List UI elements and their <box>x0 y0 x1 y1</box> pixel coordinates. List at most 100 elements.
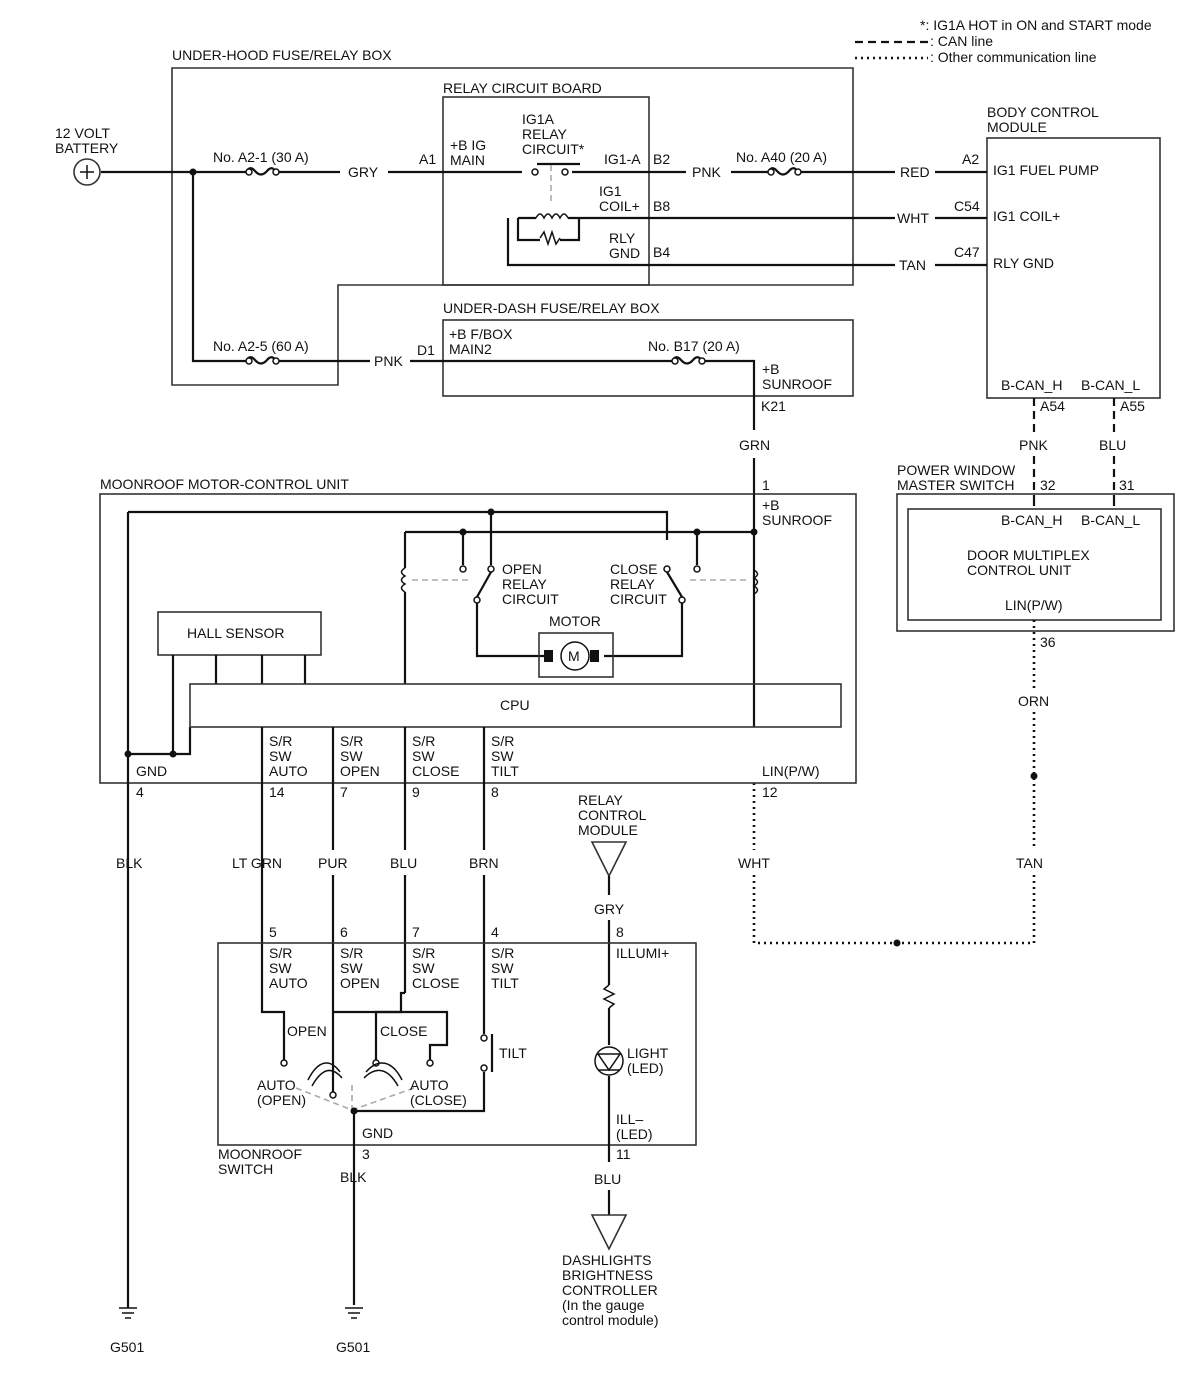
dmcu-label-1: DOOR MULTIPLEX <box>967 547 1090 563</box>
motor-symbol: M <box>568 648 580 664</box>
motor-brush-right <box>590 650 599 662</box>
underdash-main2-label-2: MAIN2 <box>449 341 492 357</box>
ig1a-relay-label-1: IG1A <box>522 111 555 127</box>
switch-pin-11: 11 <box>616 1146 631 1162</box>
close-relay-label-1: CLOSE <box>610 561 657 577</box>
switch-close-label-1: S/R <box>412 945 435 961</box>
pwms-bcan-l: B-CAN_L <box>1081 512 1140 528</box>
dashlights-label-5: control module) <box>562 1312 659 1328</box>
wire-tan-2: TAN <box>1016 855 1043 871</box>
ground-icon-left <box>119 1307 137 1319</box>
cpu-label: CPU <box>500 697 530 713</box>
open-relay-label-3: CIRCUIT <box>502 591 559 607</box>
battery-label-1: 12 VOLT <box>55 125 110 141</box>
switch-ill-label-1: ILL– <box>616 1111 643 1127</box>
ig1a-relay-label-2: RELAY <box>522 126 568 142</box>
bcm-ig1-coil: IG1 COIL+ <box>993 208 1060 224</box>
switch-light-label-1: LIGHT <box>627 1045 669 1061</box>
mcu-close-label-3: CLOSE <box>412 763 459 779</box>
switch-open-label: OPEN <box>287 1023 327 1039</box>
fuse-a2-1-icon <box>245 167 277 176</box>
mcu-pin-1: 1 <box>762 477 770 493</box>
dashlights-label-2: BRIGHTNESS <box>562 1267 653 1283</box>
wire-blu-2: BLU <box>390 855 417 871</box>
switch-open-label-3: OPEN <box>340 975 380 991</box>
motor-box <box>538 632 614 678</box>
switch-tilt-label: TILT <box>499 1045 527 1061</box>
b-ig-main-label-1: +B IG <box>450 137 486 153</box>
underdash-sunroof-label-2: SUNROOF <box>762 376 832 392</box>
underdash-fuse-relay-box: UNDER-DASH FUSE/RELAY BOX +B F/BOX MAIN2… <box>417 300 854 414</box>
mcu-pin-7: 7 <box>340 784 348 800</box>
mcu-lin-label: LIN(P/W) <box>762 763 820 779</box>
switch-pin-6: 6 <box>340 924 348 940</box>
bcm-pin-a55: A55 <box>1120 398 1145 414</box>
wire-wht-1: WHT <box>897 210 929 226</box>
switch-tilt-label-3: TILT <box>491 975 519 991</box>
ground-label-left: G501 <box>110 1339 144 1355</box>
light-led-icon <box>594 1046 624 1076</box>
open-relay-label-2: RELAY <box>502 576 548 592</box>
dashlights-arrow-icon <box>590 1214 628 1251</box>
pin-a1: A1 <box>419 151 436 167</box>
fuse-a40-label: No. A40 (20 A) <box>736 149 827 165</box>
wire-blk-2: BLK <box>340 1169 367 1185</box>
ground-g501-left: G501 <box>110 1307 144 1355</box>
switch-open-label-2: SW <box>340 960 363 976</box>
switch-title-1: MOONROOF <box>218 1146 302 1162</box>
wire-tan-1: TAN <box>899 257 926 273</box>
mcu-open-label-1: S/R <box>340 733 363 749</box>
mcu-pin-4: 4 <box>136 784 144 800</box>
pin-d1: D1 <box>417 342 435 358</box>
close-relay-coil-icon <box>752 569 759 595</box>
switch-pin-4: 4 <box>491 924 499 940</box>
bcm-ig1-fuel-pump: IG1 FUEL PUMP <box>993 162 1099 178</box>
mcu-close-label-1: S/R <box>412 733 435 749</box>
wire-lt-grn: LT GRN <box>232 855 282 871</box>
wire-brn: BRN <box>469 855 499 871</box>
mcu-open-label-3: OPEN <box>340 763 380 779</box>
mcu-pin-9: 9 <box>412 784 420 800</box>
legend: *: IG1A HOT in ON and START mode : CAN l… <box>855 17 1152 65</box>
switch-auto-label-2: SW <box>269 960 292 976</box>
fuse-a2-5-label: No. A2-5 (60 A) <box>213 338 309 354</box>
fuse-a40-icon <box>767 167 799 176</box>
switch-auto-close-label-2: (CLOSE) <box>410 1092 467 1108</box>
mcu-pin-12: 12 <box>762 784 778 800</box>
relay-control-label-3: MODULE <box>578 822 638 838</box>
switch-pin-8: 8 <box>616 924 624 940</box>
motor-brush-left <box>544 650 553 662</box>
switch-title-2: SWITCH <box>218 1161 273 1177</box>
wire-pnk-2: PNK <box>374 353 403 369</box>
switch-close-label-2: SW <box>412 960 435 976</box>
lin-line: ORN TAN WHT <box>738 620 1049 947</box>
mcu-title: MOONROOF MOTOR-CONTROL UNIT <box>100 476 349 492</box>
battery: 12 VOLT BATTERY <box>55 125 119 186</box>
dmcu-label-2: CONTROL UNIT <box>967 562 1072 578</box>
wire-pnk-1: PNK <box>692 164 721 180</box>
ig1a-relay-coil-icon <box>535 213 569 220</box>
ground-label-center: G501 <box>336 1339 370 1355</box>
relay-control-arrow-icon <box>590 841 628 878</box>
can-lines: PNK BLU <box>1019 398 1126 498</box>
bcm-rly-gnd: RLY GND <box>993 255 1054 271</box>
mcu-pin-14: 14 <box>269 784 285 800</box>
ground-g501-center: G501 <box>336 1307 370 1355</box>
wire-blk-1: BLK <box>116 855 143 871</box>
mcu-switch-wires: BLK LT GRN PUR BLU BRN <box>116 855 499 1095</box>
moonroof-motor-control-unit: MOONROOF MOTOR-CONTROL UNIT 1 +B SUNROOF <box>99 476 857 1308</box>
bcm-title-2: MODULE <box>987 119 1047 135</box>
pwms-pin-36: 36 <box>1040 634 1056 650</box>
relay-control-label-1: RELAY <box>578 792 624 808</box>
underdash-sunroof-label-1: +B <box>762 361 780 377</box>
hall-sensor <box>157 611 322 656</box>
switch-close-label-3: CLOSE <box>412 975 459 991</box>
wire-blu-can: BLU <box>1099 437 1126 453</box>
wire-blu-3: BLU <box>594 1171 621 1187</box>
open-relay-switch <box>476 571 492 598</box>
wire-gry-1: GRY <box>348 164 379 180</box>
pwms-pin-32: 32 <box>1040 477 1056 493</box>
ig1a-relay-label-3: CIRCUIT* <box>522 141 585 157</box>
wire-grn: GRN <box>739 437 770 453</box>
mcu-sunroof-label-1: +B <box>762 497 780 513</box>
